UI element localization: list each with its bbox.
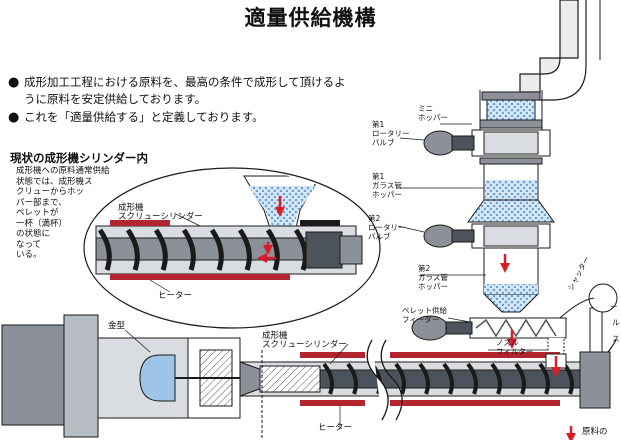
screw-flight bbox=[209, 228, 224, 271]
note-line: 一杯（満杯） bbox=[16, 218, 68, 229]
note-line: の状態に bbox=[16, 229, 51, 239]
label-pellet-feeder: ペレット供給 フィーダー bbox=[402, 306, 447, 324]
screw-flight bbox=[181, 228, 196, 271]
note-line: クリューからホッ bbox=[16, 187, 85, 197]
label-rotary-valve-2: 第2 ロータリー バルブ bbox=[368, 214, 406, 241]
screw-flight bbox=[237, 228, 252, 271]
label-mini-hopper: ミニ ホッパー bbox=[418, 104, 448, 122]
screw-flight bbox=[265, 228, 280, 271]
edge-fragment: ー bbox=[610, 302, 618, 311]
label-rotary-valve-1: 第1 ロータリー バルブ bbox=[372, 120, 410, 147]
legend-label: 原料の bbox=[582, 427, 608, 437]
screw-flight bbox=[346, 362, 358, 395]
label-nozzle-filter: ノズル フィルター bbox=[496, 338, 534, 356]
label-main-screw-cylinder: 成形機 スクリューシリンダー bbox=[262, 331, 347, 350]
leader-lines bbox=[124, 123, 548, 426]
bullet-dot-icon: ● bbox=[8, 75, 20, 90]
bullet-list: ● 成形加工工程における原料を、最高の条件で成形して頂けるように原料を安定供給して… bbox=[8, 74, 353, 127]
edge-fragment: ス bbox=[612, 334, 620, 343]
screw-flight bbox=[394, 362, 406, 395]
feeder-tower bbox=[411, 90, 618, 381]
note-line: 状態では、成形機ス bbox=[16, 176, 93, 187]
note-line: ペレットが bbox=[16, 208, 59, 218]
screw-flight bbox=[97, 228, 112, 271]
screw-flight bbox=[514, 362, 526, 395]
screw-flight bbox=[153, 228, 168, 271]
bullet-item: ● これを「適量供給する」と定義しております。 bbox=[8, 109, 353, 126]
screw-flight bbox=[538, 362, 550, 395]
screw-flight bbox=[322, 362, 334, 395]
label-mold: 金型 bbox=[108, 321, 126, 331]
supply-duct bbox=[519, 0, 601, 101]
note-line: 成形機への原料通常供給 bbox=[16, 166, 110, 176]
label-glass-hopper-2: 第2 ガラス管 ホッパー bbox=[418, 264, 448, 291]
screw-flight bbox=[293, 228, 308, 271]
main-injection-unit bbox=[1, 314, 611, 440]
current-state-note: 成形機への原料通常供給 状態では、成形機ス クリューからホッ パー部まで、 ペレ… bbox=[16, 166, 136, 261]
section-title: 現状の成形機シリンダー内 bbox=[10, 151, 148, 165]
current-cylinder-inset bbox=[83, 167, 381, 329]
screw-flight bbox=[125, 228, 140, 271]
label-inset-heater: ヒーター bbox=[158, 291, 193, 301]
note-line: いる。 bbox=[16, 250, 42, 260]
bullet-text: これを「適量供給する」と定義しております。 bbox=[24, 110, 264, 124]
screw-flight bbox=[418, 362, 430, 395]
screw-flight bbox=[490, 362, 502, 395]
label-main-heater: ヒーター bbox=[318, 423, 353, 433]
label-inset-screw-cylinder: 成形機 スクリューシリンダー bbox=[118, 203, 203, 222]
bullet-text: 成形加工工程における原料を、最高の条件で成形して頂けるように原料を安定供給してお… bbox=[24, 75, 346, 106]
page-title: 適量供給機構 bbox=[244, 6, 377, 30]
label-glass-hopper-1: 第1 ガラス管 ホッパー bbox=[372, 172, 402, 199]
screw-flight bbox=[442, 362, 454, 395]
bullet-dot-icon: ● bbox=[8, 110, 20, 125]
note-line: パー部まで、 bbox=[16, 197, 67, 208]
edge-fragment: ル bbox=[612, 318, 620, 327]
screw-flight bbox=[466, 362, 478, 395]
note-line: なって bbox=[16, 239, 42, 250]
bullet-item: ● 成形加工工程における原料を、最高の条件で成形して頂けるように原料を安定供給して… bbox=[8, 74, 353, 108]
